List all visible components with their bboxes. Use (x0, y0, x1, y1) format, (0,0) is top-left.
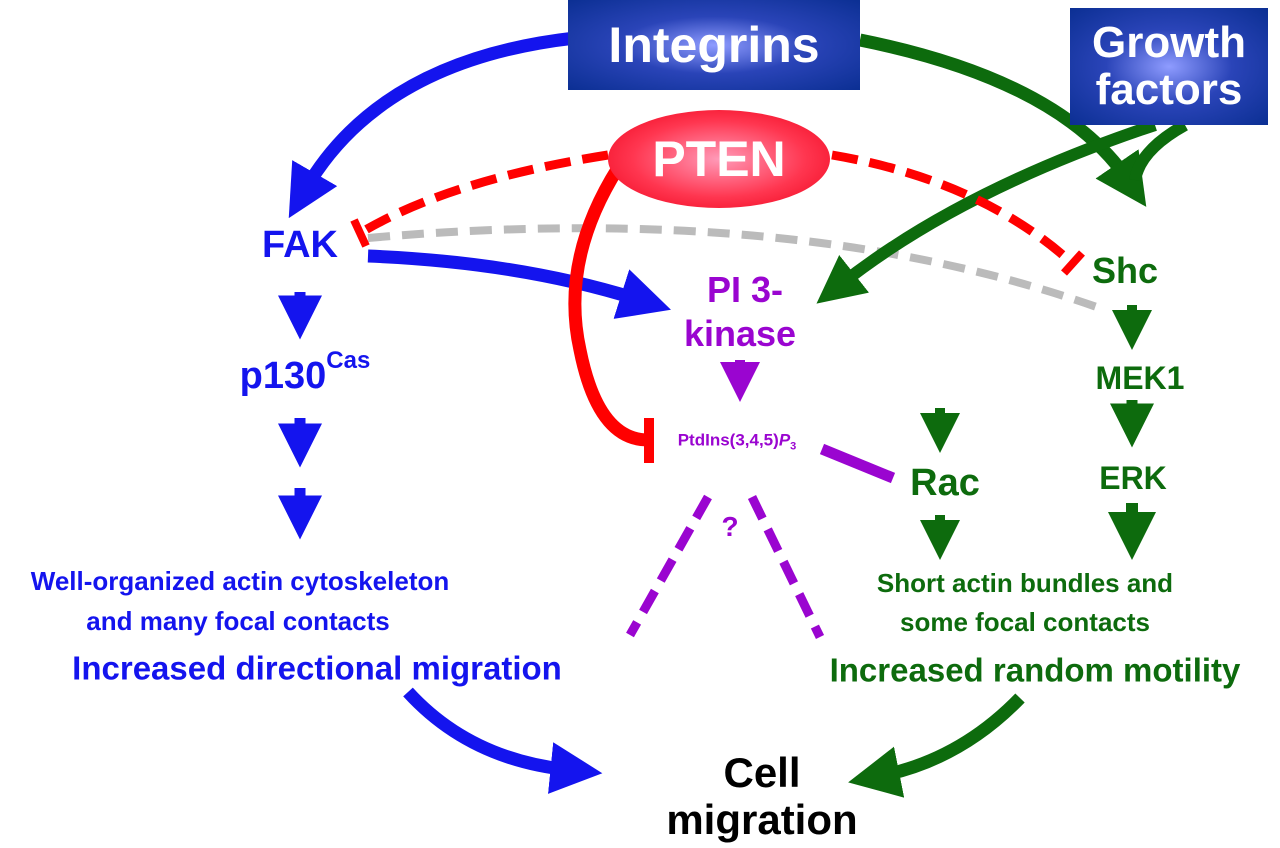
right-outcome-line2: some focal contacts (900, 607, 1150, 637)
growth-factors-to-shc-arrow (1129, 119, 1188, 182)
integrins-node: Integrins (568, 0, 860, 90)
integrins-to-fak-arrow (288, 31, 576, 219)
shc-label: Shc (1091, 250, 1159, 291)
pten-inhibits-shc-dashed (831, 150, 1076, 267)
cell-migration-line2: migration (666, 796, 858, 843)
ptdins-random-dashed-link (747, 495, 825, 639)
growth-factors-node: Growth factors (1070, 8, 1268, 125)
pten-node: PTEN (608, 110, 830, 208)
pten-inhibits-ptdins-line (568, 164, 649, 447)
left-outcome-line2: and many focal contacts (86, 606, 390, 636)
random-motility-to-cell-migration-arrow (848, 693, 1025, 798)
ptdins-rac-link (819, 443, 896, 484)
right-outcome-line1: Short actin bundles and (876, 568, 1174, 598)
fak-inhibition-bar (350, 218, 370, 248)
pi3k-label-line2: kinase (683, 313, 797, 354)
pi3k-label-line1: PI 3- (706, 269, 784, 310)
mek1-label: MEK1 (1095, 360, 1185, 396)
integrins-to-shc-arrow (858, 33, 1147, 207)
erk-label: ERK (1099, 460, 1167, 496)
random-motility-label: Increased random motility (829, 651, 1241, 689)
fak-mek1-dashed-link (367, 224, 1107, 314)
cell-migration-line1: Cell (723, 749, 801, 796)
rac-label: Rac (910, 462, 980, 504)
unknown-link-question-mark: ? (721, 511, 739, 542)
directional-to-cell-migration-arrow (403, 687, 603, 794)
p130cas-label: p130Cas (239, 347, 371, 397)
directional-migration-label: Increased directional migration (72, 649, 562, 687)
shc-inhibition-bar (1061, 250, 1085, 276)
fak-to-pi3k-arrow (367, 249, 671, 319)
pten-inhibits-fak-dashed (359, 150, 609, 236)
fak-label: FAK (262, 224, 338, 266)
ptdins-directional-dashed-link (626, 494, 712, 638)
left-outcome-line1: Well-organized actin cytoskeleton (30, 566, 450, 596)
ptdins-label: PtdIns(3,4,5)P3 (677, 430, 797, 453)
